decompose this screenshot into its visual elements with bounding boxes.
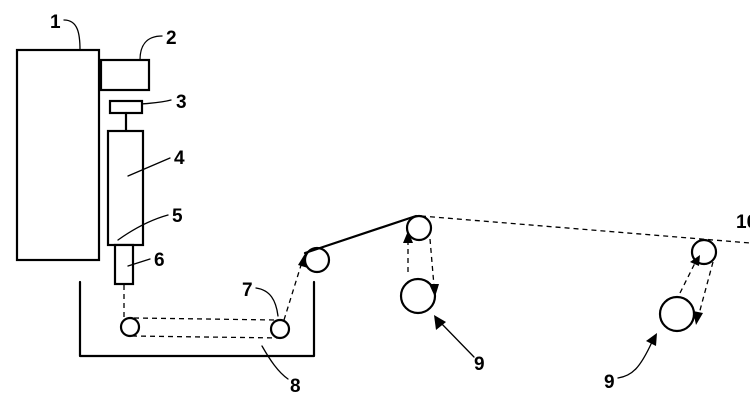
- leader-9b: [617, 341, 653, 379]
- leader-7: [255, 287, 279, 317]
- stretch-roller-lower-2: [658, 295, 696, 333]
- leader-9b-arrow: [646, 333, 657, 346]
- filament-bath-lower: [131, 335, 281, 339]
- motor-unit: [99, 58, 151, 92]
- stretch-arrow-down-2: [693, 311, 703, 325]
- leader-3: [141, 99, 172, 105]
- label-2: 2: [166, 28, 177, 49]
- stretch-arrow-down-1: [429, 284, 439, 297]
- spinneret-nozzle: [113, 243, 135, 286]
- filament-long-run: [420, 215, 750, 244]
- bath-exit-roller: [269, 318, 291, 340]
- bath-guide-roller: [119, 316, 141, 338]
- label-8: 8: [290, 376, 301, 397]
- housing-block: [15, 48, 101, 262]
- leader-9a-arrow: [434, 315, 446, 330]
- filament-to-stretch: [303, 214, 418, 255]
- label-10: 10: [736, 212, 750, 233]
- leader-4: [127, 157, 171, 177]
- stretch-arrow-up-1: [403, 231, 413, 243]
- coagulation-bath: [78, 280, 316, 358]
- stretch-arrow-up-2: [690, 255, 700, 266]
- leader-8: [261, 345, 289, 380]
- stretch-wrap-left-2: [679, 262, 696, 294]
- label-9-first: 9: [474, 354, 485, 375]
- leader-2: [139, 35, 163, 61]
- stretch-wrap-right-1: [429, 238, 435, 287]
- leader-1: [63, 19, 81, 51]
- filament-bath-upper: [133, 317, 277, 321]
- stretch-roller-upper-1: [405, 214, 433, 242]
- label-1: 1: [50, 12, 61, 33]
- label-3: 3: [176, 92, 187, 113]
- label-5: 5: [172, 206, 183, 227]
- leader-5: [117, 214, 169, 241]
- leader-9a: [439, 321, 475, 358]
- stretch-wrap-right-2: [698, 261, 714, 315]
- label-9-second: 9: [604, 372, 615, 393]
- metering-unit: [108, 99, 144, 115]
- filament-rise: [283, 261, 303, 321]
- label-6: 6: [154, 250, 165, 271]
- label-7: 7: [242, 280, 253, 301]
- label-4: 4: [174, 148, 185, 169]
- leader-6: [127, 258, 151, 267]
